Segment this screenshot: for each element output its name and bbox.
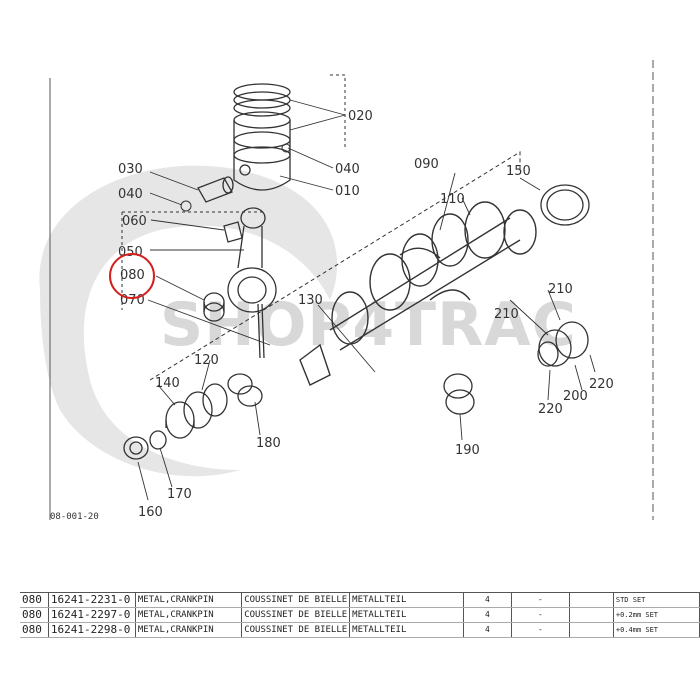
callout-160: 160 <box>138 505 163 520</box>
callout-170: 170 <box>167 487 192 502</box>
piston-icon <box>233 83 291 191</box>
figure-reference: 08-001-20 <box>50 512 99 522</box>
highlight-circle <box>109 253 155 299</box>
crank-gear-icon <box>165 383 228 439</box>
part-name-fr: COUSSINET DE BIELLE <box>241 607 350 623</box>
callout-010: 010 <box>335 184 360 199</box>
circlip-icon <box>281 143 291 153</box>
part-number: 16241-2231-0 <box>47 592 136 608</box>
callout-210: 210 <box>494 307 519 322</box>
part-ref-no: 080 <box>20 622 49 638</box>
part-name: METAL,CRANKPIN <box>134 592 242 608</box>
part-qty: 4 <box>462 592 512 608</box>
callout-130: 130 <box>298 293 323 308</box>
callout-040: 040 <box>118 187 143 202</box>
part-remark: +0.2mm SET <box>612 607 700 623</box>
callout-220: 220 <box>538 402 563 417</box>
callout-120: 120 <box>194 353 219 368</box>
part-qty: 4 <box>462 622 512 638</box>
part-qty: 4 <box>462 607 512 623</box>
callout-220: 220 <box>589 377 614 392</box>
part-name-fr: COUSSINET DE BIELLE <box>241 622 350 638</box>
part-number: 16241-2297-0 <box>47 607 136 623</box>
callout-040: 040 <box>335 162 360 177</box>
callout-190: 190 <box>455 443 480 458</box>
part-remark: +0.4mm SET <box>612 622 700 638</box>
callout-090: 090 <box>414 157 439 172</box>
bushing-icon <box>223 221 243 243</box>
crankpin-bearing-icon <box>203 292 225 322</box>
callout-140: 140 <box>155 376 180 391</box>
part-dash: - <box>510 607 570 623</box>
part-number: 16241-2298-0 <box>47 622 136 638</box>
circlip-icon <box>180 200 192 212</box>
part-dash: - <box>510 592 570 608</box>
part-ref-no: 080 <box>20 607 49 623</box>
part-empty <box>568 622 614 638</box>
callout-060: 060 <box>122 214 147 229</box>
part-name-de: METALLTEIL <box>349 592 464 608</box>
watermark-text: SHOP4TRAC <box>160 290 577 360</box>
callout-180: 180 <box>256 436 281 451</box>
piston-pin-icon <box>197 176 234 203</box>
callouts: 010 020 030 040 040 050 060 070 080 090 … <box>118 109 614 520</box>
part-name-de: METALLTEIL <box>349 607 464 623</box>
part-empty <box>568 592 614 608</box>
part-name: METAL,CRANKPIN <box>134 607 242 623</box>
callout-050: 050 <box>118 245 143 260</box>
part-name-de: METALLTEIL <box>349 622 464 638</box>
callout-200: 200 <box>563 389 588 404</box>
connecting-rod-icon <box>227 207 277 359</box>
part-name-fr: COUSSINET DE BIELLE <box>241 592 350 608</box>
callout-210: 210 <box>548 282 573 297</box>
crankshaft-icon <box>299 201 537 386</box>
callout-030: 030 <box>118 162 143 177</box>
callout-020: 020 <box>348 109 373 124</box>
oil-seal-icon <box>123 430 167 460</box>
callout-150: 150 <box>506 164 531 179</box>
part-remark: STD SET <box>612 592 700 608</box>
part-dash: - <box>510 622 570 638</box>
callout-080[interactable]: 080 <box>120 268 145 283</box>
main-bearing-icon <box>227 373 475 415</box>
leader-lines <box>137 99 596 501</box>
part-empty <box>568 607 614 623</box>
callout-110: 110 <box>440 192 465 207</box>
part-ref-no: 080 <box>20 592 49 608</box>
thrust-bearing-icon <box>537 184 590 367</box>
part-name: METAL,CRANKPIN <box>134 622 242 638</box>
